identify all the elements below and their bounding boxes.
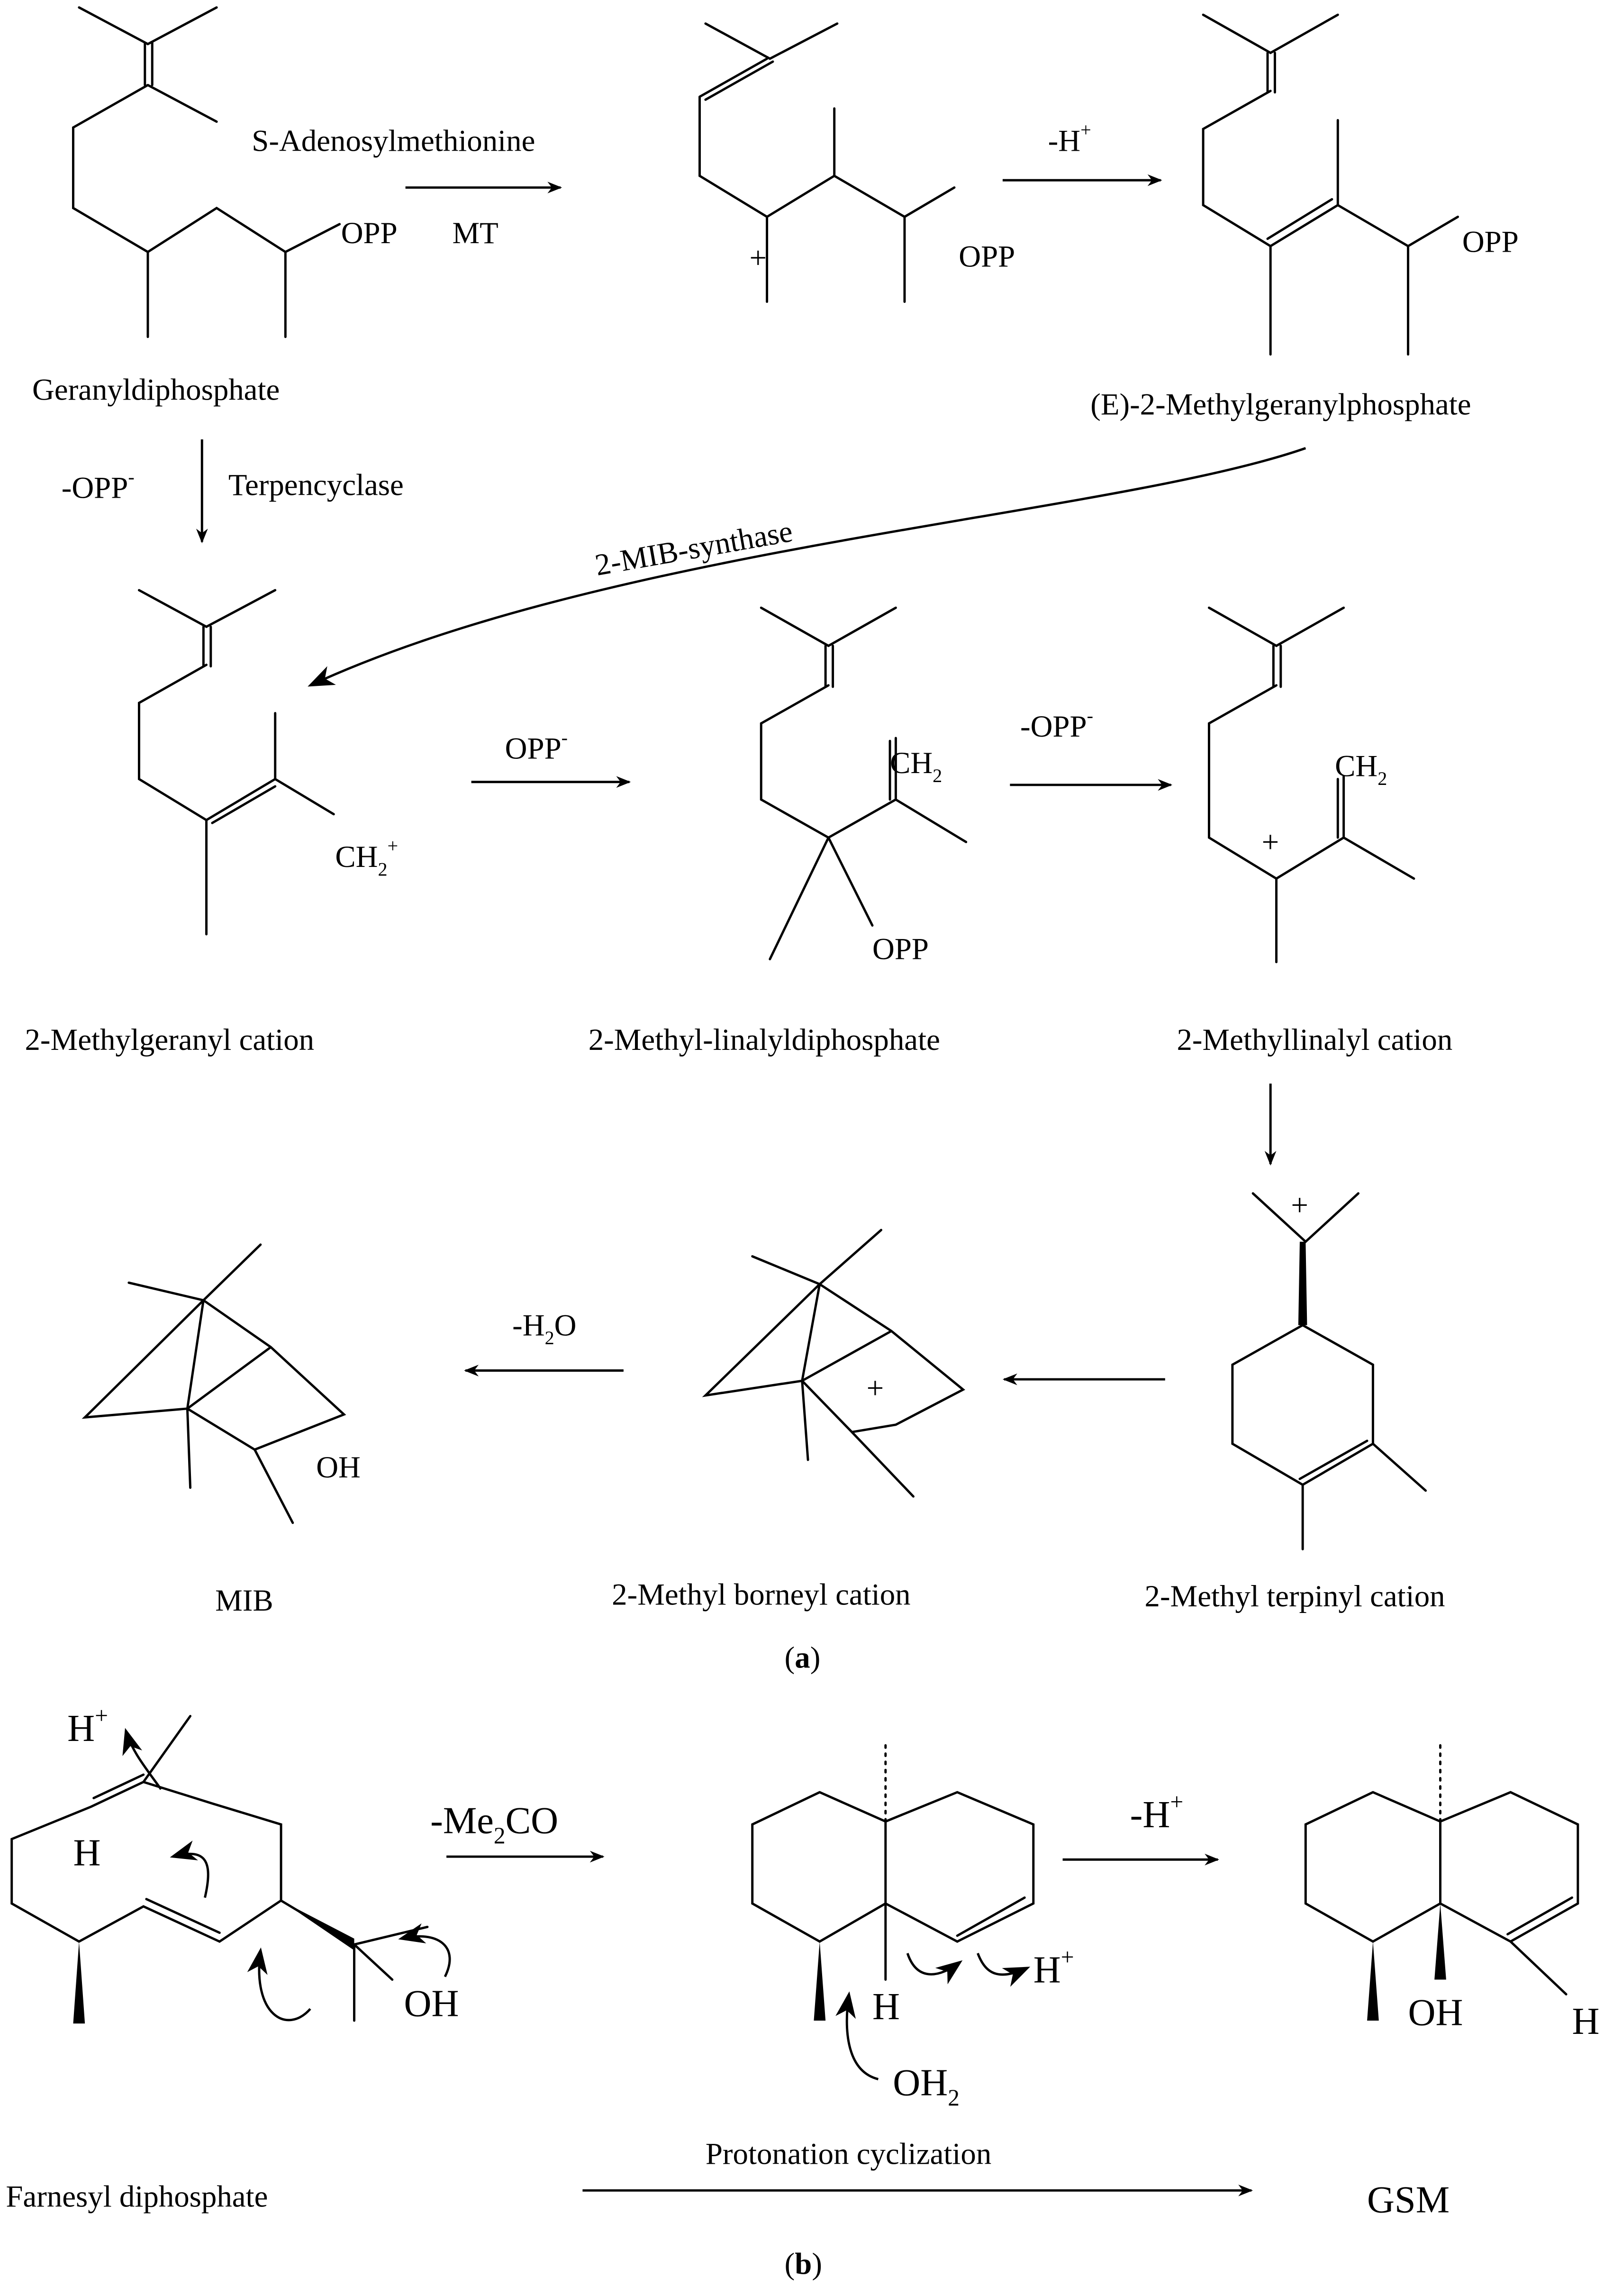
atom-ch2-plus: CH2+ [335,835,398,880]
compound-label-methylgeranylphosphate: (E)-2-Methylgeranylphosphate [1090,387,1471,421]
reagent-protonation-cyclization: Protonation cyclization [706,2137,991,2171]
methylgeranylphosphate-structure [1202,13,1459,356]
reagent-opp-minus: OPP- [505,727,568,765]
compound-label-methylgeranyl-cation: 2-Methylgeranyl cation [25,1023,315,1057]
atom-h: H [73,1832,100,1874]
compound-label-farnesyl: Farnesyl diphosphate [6,2179,268,2214]
compound-label-geranyldiphosphate: Geranyldiphosphate [32,373,280,407]
curly-arrow-proton-loss [977,1953,1031,1987]
cation-charge: + [750,241,767,275]
reagent-minus-opp: -OPP- [62,466,135,505]
curly-arrow-electron-push [122,1728,162,1790]
atom-opp: OPP [959,239,1015,273]
atom-opp: OPP [341,216,398,250]
mib-structure [82,1243,346,1524]
reagent-minus-h: -H+ [1048,119,1091,158]
geranyldiphosphate-structure [72,6,341,338]
compound-label-gsm: GSM [1367,2179,1450,2221]
atom-h-plus: H+ [1033,1944,1074,1991]
methyl-terpinyl-cation-structure [1231,1192,1427,1550]
curly-arrow-electron-push [906,1953,963,1985]
atom-oh: OH [1408,1991,1463,2033]
enzyme-2-mib-synthase: 2-MIB-synthase [592,514,795,583]
atom-oh: OH [316,1450,361,1485]
bicyclic-intermediate-structure [751,1741,1035,2021]
reaction-arrow-2-mib-synthase [308,447,1306,687]
curly-arrow-water-attack [835,1991,879,2080]
compound-label-mib: MIB [215,1584,273,1618]
curly-arrow-electron-push [170,1840,209,1898]
atom-ch2: CH2 [890,746,942,786]
reagent-terpencyclase: Terpencyclase [228,468,404,502]
reagent-minus-me2co: -Me2CO [430,1800,558,1849]
atom-h: H+ [67,1703,108,1749]
atom-h: H [872,1986,900,2028]
reagent-minus-h2o: -H2O [512,1308,576,1348]
methylgeranyl-cation-structure [137,589,335,936]
panel-label-b: (b) [785,2247,822,2281]
atom-opp: OPP [1462,225,1519,259]
methyllinalyl-cation-structure [1207,606,1415,964]
atom-oh: OH [404,1983,459,2025]
curly-arrow-electron-push [247,1947,311,2022]
cation-charge: + [867,1371,884,1405]
methyl-borneyl-cation-structure [702,1229,965,1498]
compound-label-methyllinalyl-cation: 2-Methyllinalyl cation [1177,1023,1452,1057]
gsm-structure [1304,1741,1579,2021]
reagent-s-adenosylmethionine: S-Adenosylmethionine [252,124,535,158]
compound-label-borneyl-cation: 2-Methyl borneyl cation [612,1578,910,1612]
reagent-mt: MT [452,216,498,250]
cation-charge: + [1291,1188,1308,1222]
cation-charge: + [1262,825,1279,859]
reagent-minus-opp: -OPP- [1020,705,1093,744]
atom-opp: OPP [872,932,929,966]
methyl-geranyl-cation-intermediate [698,22,956,303]
methyl-linalyldiphosphate-structure [760,606,968,960]
atom-h: H [1572,2000,1600,2042]
compound-label-methyl-linalyldiphosphate: 2-Methyl-linalyldiphosphate [589,1023,940,1057]
reagent-minus-h-plus: -H+ [1130,1789,1184,1836]
panel-label-a: (a) [785,1641,821,1675]
atom-ch2: CH2 [1335,749,1387,789]
atom-oh2: OH2 [893,2062,960,2111]
compound-label-terpinyl-cation: 2-Methyl terpinyl cation [1145,1579,1445,1613]
curly-arrow-electron-push [398,1923,451,1977]
